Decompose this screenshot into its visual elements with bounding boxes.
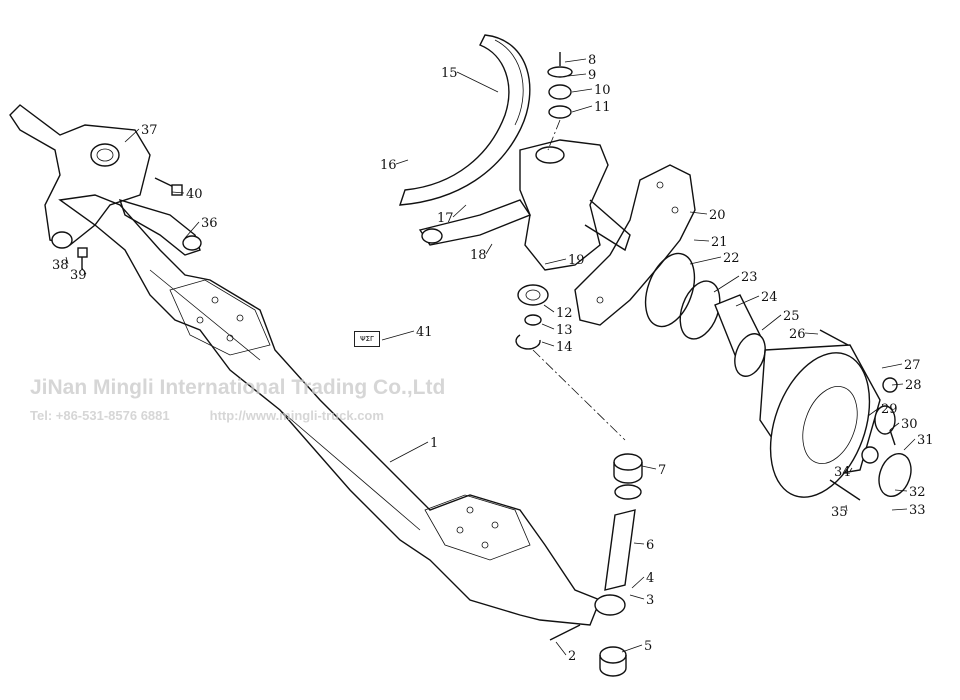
callout-leader-13 bbox=[541, 323, 555, 330]
callout-number-7: 7 bbox=[658, 463, 666, 478]
nameplate: ΨΣΓ bbox=[354, 331, 380, 347]
callout-leader-26 bbox=[804, 332, 819, 335]
callout-leader-32 bbox=[894, 489, 908, 492]
callout-number-37: 37 bbox=[141, 123, 158, 138]
callout-leader-33 bbox=[891, 508, 908, 511]
callout-leader-40 bbox=[171, 191, 185, 194]
callout-number-28: 28 bbox=[905, 378, 922, 393]
callout-leader-38 bbox=[65, 256, 69, 265]
callout-leader-19 bbox=[544, 258, 567, 265]
callout-number-22: 22 bbox=[723, 251, 740, 266]
callout-leader-18 bbox=[485, 243, 493, 255]
callout-number-8: 8 bbox=[588, 53, 596, 68]
callout-number-23: 23 bbox=[741, 270, 758, 285]
callout-leader-23 bbox=[713, 275, 740, 293]
callout-number-29: 29 bbox=[881, 402, 898, 417]
callout-number-12: 12 bbox=[556, 306, 573, 321]
callout-leader-3 bbox=[629, 594, 645, 600]
callout-number-34: 34 bbox=[834, 465, 851, 480]
callout-number-15: 15 bbox=[441, 66, 458, 81]
callout-leader-36 bbox=[184, 221, 200, 239]
callout-leader-11 bbox=[571, 105, 593, 113]
callout-number-14: 14 bbox=[556, 340, 573, 355]
callout-number-18: 18 bbox=[470, 248, 487, 263]
callout-leader-21 bbox=[693, 239, 710, 242]
callout-number-24: 24 bbox=[761, 290, 778, 305]
brake-shoe bbox=[399, 34, 531, 206]
callout-number-9: 9 bbox=[588, 68, 596, 83]
callout-leader-15 bbox=[456, 71, 499, 93]
right-steering-knuckle bbox=[418, 139, 631, 271]
callout-number-5: 5 bbox=[644, 639, 652, 654]
callout-number-4: 4 bbox=[646, 571, 654, 586]
callout-number-16: 16 bbox=[380, 158, 397, 173]
callout-number-33: 33 bbox=[909, 503, 926, 518]
callout-leader-29 bbox=[867, 407, 880, 417]
callout-leader-20 bbox=[689, 211, 708, 215]
callout-number-17: 17 bbox=[437, 211, 454, 226]
callout-number-36: 36 bbox=[201, 216, 218, 231]
callout-leader-4 bbox=[631, 576, 645, 589]
callout-leader-9 bbox=[567, 73, 587, 77]
callout-number-32: 32 bbox=[909, 485, 926, 500]
callout-number-35: 35 bbox=[831, 505, 848, 520]
callout-number-21: 21 bbox=[711, 235, 728, 250]
callout-leader-10 bbox=[571, 88, 593, 93]
callout-number-20: 20 bbox=[709, 208, 726, 223]
callout-leader-34 bbox=[849, 467, 853, 472]
callout-number-11: 11 bbox=[594, 100, 611, 115]
callout-leader-5 bbox=[621, 644, 643, 653]
callout-number-27: 27 bbox=[904, 358, 921, 373]
king-pin-lower-parts bbox=[549, 453, 643, 677]
callout-leader-25 bbox=[761, 314, 782, 331]
callout-leader-30 bbox=[889, 422, 900, 431]
callout-leader-8 bbox=[564, 58, 587, 63]
callout-number-31: 31 bbox=[917, 433, 934, 448]
left-steering-knuckle bbox=[9, 104, 151, 249]
callout-number-10: 10 bbox=[594, 83, 611, 98]
callout-leader-17 bbox=[452, 204, 467, 218]
callout-number-39: 39 bbox=[70, 268, 87, 283]
callout-leader-7 bbox=[641, 465, 657, 470]
callout-leader-27 bbox=[881, 363, 903, 369]
callout-number-13: 13 bbox=[556, 323, 573, 338]
king-pin-top-parts bbox=[547, 52, 573, 151]
callout-number-1: 1 bbox=[430, 436, 438, 451]
hub-assembly bbox=[515, 252, 912, 501]
callout-number-6: 6 bbox=[646, 538, 654, 553]
callout-number-3: 3 bbox=[646, 593, 654, 608]
steering-arm bbox=[77, 177, 202, 270]
callout-number-38: 38 bbox=[52, 258, 69, 273]
callout-number-2: 2 bbox=[568, 649, 576, 664]
callout-leader-6 bbox=[633, 542, 645, 545]
callout-number-19: 19 bbox=[568, 253, 585, 268]
callout-number-26: 26 bbox=[789, 327, 806, 342]
callout-leader-37 bbox=[124, 128, 140, 143]
callout-leader-22 bbox=[689, 256, 722, 265]
callout-leader-39 bbox=[81, 267, 87, 275]
callout-leader-1 bbox=[389, 441, 429, 463]
callout-leader-2 bbox=[555, 641, 567, 656]
callout-leader-16 bbox=[395, 159, 409, 165]
callout-number-41: 41 bbox=[416, 325, 433, 340]
callout-number-40: 40 bbox=[186, 187, 203, 202]
callout-leader-31 bbox=[903, 438, 916, 451]
callout-leader-35 bbox=[845, 504, 848, 512]
callout-number-30: 30 bbox=[901, 417, 918, 432]
brake-backing-plate bbox=[574, 164, 696, 326]
callout-leader-12 bbox=[543, 304, 555, 313]
callout-leader-24 bbox=[735, 295, 760, 307]
callout-leader-28 bbox=[891, 383, 904, 386]
callout-leader-41 bbox=[381, 330, 415, 341]
callout-number-25: 25 bbox=[783, 309, 800, 324]
callout-leader-14 bbox=[541, 341, 555, 347]
front-axle-beam bbox=[58, 194, 601, 626]
